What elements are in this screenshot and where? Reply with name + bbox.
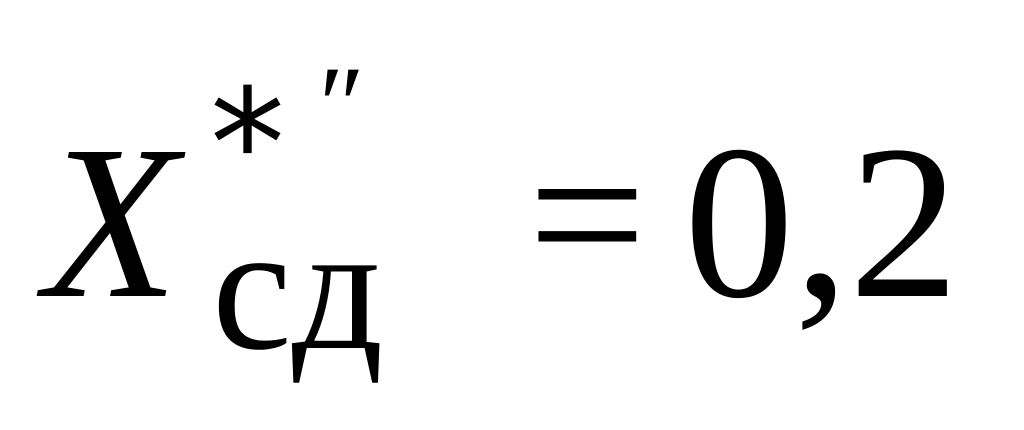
subscript-sd: сд <box>212 188 384 387</box>
equals-sign: = <box>528 99 647 331</box>
superscript-double-prime: ″ <box>312 44 358 166</box>
value: 0,2 <box>684 100 959 344</box>
superscript-star: * <box>210 58 285 232</box>
variable-x: X <box>44 100 179 344</box>
